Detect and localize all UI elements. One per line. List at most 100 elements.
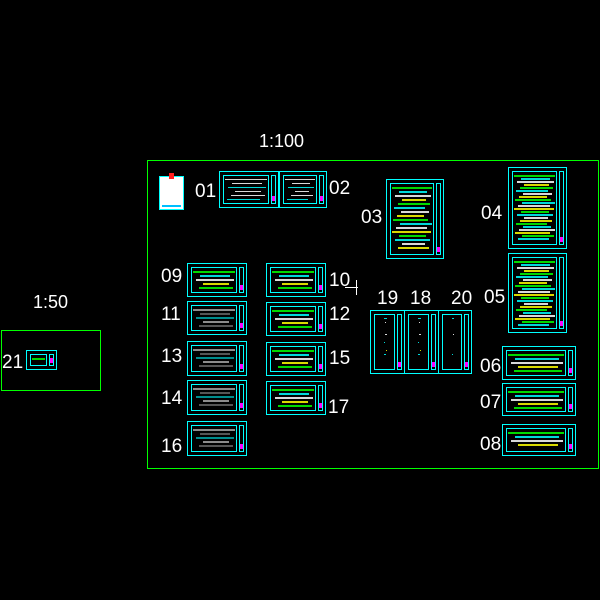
drawing-line: [282, 362, 308, 364]
drawing-sheet-02[interactable]: [279, 171, 327, 208]
sheet-drawing: [193, 347, 235, 370]
drawing-sheet-18[interactable]: [404, 310, 439, 374]
title-block-mark: [319, 403, 322, 408]
drawing-sheet-09[interactable]: [187, 263, 247, 297]
drawing-line: [399, 191, 427, 193]
title-block: [559, 257, 564, 329]
title-block: [318, 267, 323, 293]
drawing-sheet-10[interactable]: [266, 263, 326, 297]
title-block-mark: [432, 362, 435, 367]
drawing-sheet-11[interactable]: [187, 301, 247, 335]
title-block: [397, 314, 402, 370]
drawing-sheet-21[interactable]: [26, 350, 57, 370]
title-block: [239, 384, 244, 411]
drawing-line: [278, 326, 312, 328]
drawing-line: [398, 203, 430, 205]
sheet-inner-border: [30, 354, 47, 366]
drawing-sheet-01[interactable]: [219, 171, 279, 208]
title-block-mark: [50, 358, 53, 363]
sheet-drawing: [376, 316, 393, 368]
cover-sheet[interactable]: [159, 173, 184, 210]
title-block: [239, 305, 244, 331]
drawing-line: [291, 195, 313, 196]
drawing-line: [393, 219, 428, 221]
drawing-line: [419, 322, 420, 323]
drawing-line: [385, 322, 386, 323]
sheet-inner-border: [270, 267, 316, 293]
drawing-line: [200, 392, 230, 394]
sheet-number-08: 08: [480, 434, 502, 455]
drawing-line: [523, 279, 552, 281]
title-block: [239, 267, 244, 293]
drawing-line: [227, 199, 260, 200]
drawing-sheet-20[interactable]: [438, 310, 472, 374]
drawing-line: [402, 243, 425, 245]
sheet-number-15: 15: [329, 348, 351, 369]
drawing-line: [452, 318, 454, 319]
drawing-line: [32, 358, 45, 360]
drawing-line: [518, 291, 550, 293]
sheet-inner-border: [512, 257, 557, 329]
drawing-line: [193, 388, 235, 390]
sheet-inner-border: [512, 171, 557, 245]
drawing-sheet-03[interactable]: [386, 179, 444, 259]
sheet-number-16: 16: [161, 436, 183, 457]
drawing-line: [200, 275, 230, 277]
title-block-mark: [320, 196, 323, 201]
drawing-line: [401, 211, 429, 213]
sheet-number-09: 09: [161, 266, 183, 287]
drawing-line: [514, 175, 555, 177]
title-block-mark: [272, 196, 275, 201]
sheet-number-07: 07: [480, 392, 502, 413]
sheet-number-02: 02: [329, 178, 351, 199]
title-block-mark: [465, 362, 468, 367]
drawing-line: [203, 400, 229, 402]
drawing-line: [399, 235, 426, 237]
drawing-line: [514, 208, 554, 210]
sheet-inner-border: [442, 314, 462, 370]
drawing-line: [287, 199, 308, 200]
drawing-line: [278, 287, 312, 289]
drawing-line: [418, 354, 420, 355]
drawing-line: [196, 396, 234, 398]
sheet-number-01: 01: [195, 181, 217, 202]
drawing-line: [235, 191, 261, 192]
drawing-sheet-08[interactable]: [502, 424, 576, 456]
drawing-line: [453, 334, 454, 335]
drawing-sheet-12[interactable]: [266, 302, 326, 336]
drawing-line: [516, 309, 547, 311]
drawing-line: [392, 187, 432, 189]
drawing-sheet-07[interactable]: [502, 383, 576, 416]
drawing-sheet-15[interactable]: [266, 342, 326, 376]
drawing-sheet-17[interactable]: [266, 381, 326, 415]
title-block-mark: [319, 285, 322, 290]
sheet-number-17: 17: [328, 397, 350, 418]
title-block-mark: [569, 404, 572, 409]
drawing-line: [521, 211, 549, 213]
drawing-sheet-06[interactable]: [502, 346, 576, 380]
drawing-sheet-16[interactable]: [187, 421, 247, 456]
cover-bar: [162, 205, 181, 207]
drawing-line: [193, 349, 235, 351]
drawing-line: [200, 353, 230, 355]
drawing-line: [520, 306, 552, 308]
sheet-inner-border: [506, 387, 566, 412]
drawing-sheet-04[interactable]: [508, 167, 567, 249]
sheet-inner-border: [390, 183, 434, 255]
drawing-sheet-14[interactable]: [187, 380, 247, 415]
drawing-line: [524, 217, 548, 219]
drawing-line: [386, 350, 387, 351]
drawing-line: [418, 318, 421, 319]
sheet-inner-border: [191, 345, 237, 372]
drawing-line: [228, 187, 266, 188]
sheet-number-21: 21: [2, 352, 24, 373]
drawing-sheet-13[interactable]: [187, 341, 247, 376]
small-frame-1-50: [1, 330, 101, 391]
drawing-sheet-05[interactable]: [508, 253, 567, 333]
drawing-line: [521, 178, 550, 180]
title-block: [559, 171, 564, 245]
drawing-line: [395, 239, 430, 241]
drawing-sheet-19[interactable]: [370, 310, 405, 374]
sheet-drawing: [32, 356, 45, 364]
drawing-line: [420, 350, 421, 351]
